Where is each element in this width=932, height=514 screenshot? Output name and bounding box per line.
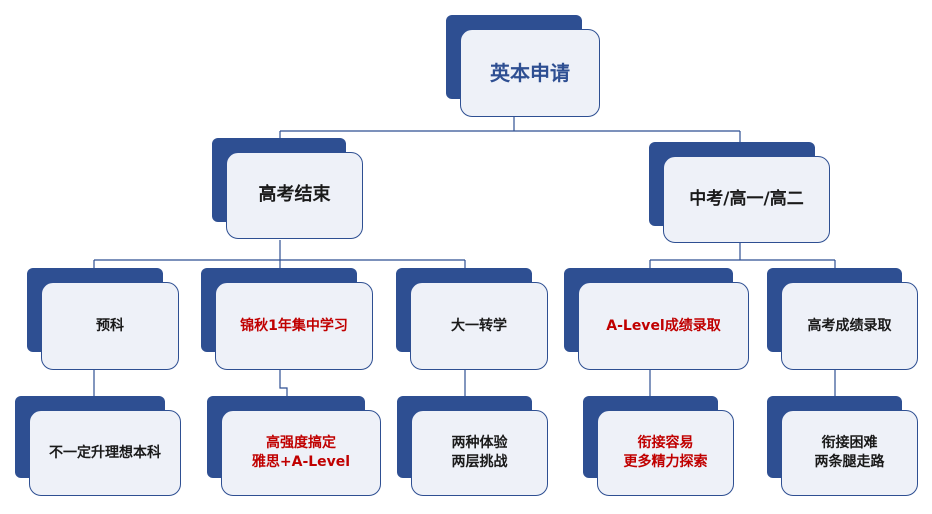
level3-label: 大一转学 [451, 317, 507, 334]
level3-label: A-Level成绩录取 [606, 317, 721, 334]
level3-node-jinqiu: 锦秋1年集中学习 [201, 268, 373, 370]
level4-line: 雅思+A-Level [251, 454, 351, 470]
level3-node-gaokao-score: 高考成绩录取 [767, 268, 918, 370]
connector [279, 370, 288, 396]
level3-label: 高考成绩录取 [807, 317, 892, 334]
level4-line: 不一定升理想本科 [49, 444, 161, 461]
level4-line: 高强度搞定 [266, 435, 336, 452]
level4-line: 两层挑战 [451, 454, 508, 470]
level4-node-1: 不一定升理想本科 [15, 396, 181, 496]
root-label: 英本申请 [490, 60, 570, 85]
level4-node-4: 衔接容易 更多精力探索 [583, 396, 734, 496]
branch-label: 中考/高一/高二 [689, 189, 804, 210]
level4-node-5: 衔接困难 两条腿走路 [767, 396, 918, 496]
root-node: 英本申请 [446, 15, 600, 117]
level4-node-2: 高强度搞定 雅思+A-Level [207, 396, 381, 496]
level4-line: 衔接容易 [637, 435, 694, 452]
level3-label: 锦秋1年集中学习 [240, 317, 348, 334]
branch-node-zhongkao: 中考/高一/高二 [649, 142, 830, 243]
level3-node-transfer: 大一转学 [396, 268, 548, 370]
branch-label: 高考结束 [258, 184, 331, 206]
level4-line: 更多精力探索 [623, 454, 708, 470]
level3-label: 预科 [96, 317, 124, 334]
level4-line: 两种体验 [451, 435, 508, 452]
level3-node-alevel: A-Level成绩录取 [564, 268, 749, 370]
level4-node-3: 两种体验 两层挑战 [397, 396, 548, 496]
branch-node-gaokao: 高考结束 [212, 138, 363, 239]
level3-node-yuke: 预科 [27, 268, 179, 370]
level4-line: 两条腿走路 [814, 454, 885, 470]
level4-line: 衔接困难 [821, 435, 878, 452]
